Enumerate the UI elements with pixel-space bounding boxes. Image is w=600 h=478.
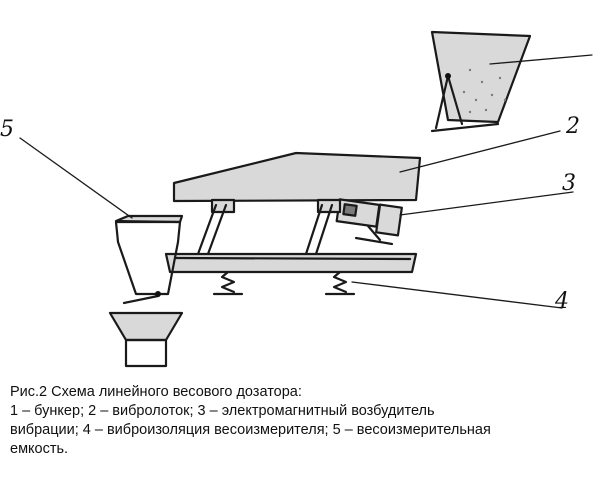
- electromagnetic-exciter: [335, 191, 574, 246]
- caption-line: емкость.: [10, 441, 69, 457]
- receiving-funnel: [108, 311, 184, 368]
- base-frame: [164, 252, 418, 274]
- callout-3: 3: [562, 171, 576, 196]
- bunker: [430, 30, 593, 133]
- figure-caption: Рис.2 Схема линейного весового дозатора:…: [10, 383, 595, 459]
- weighing-container: [19, 137, 184, 305]
- vibro-tray: [172, 130, 561, 203]
- callout-5: 5: [0, 117, 14, 142]
- caption-line: вибрации; 4 – виброизоляция весоизмерите…: [10, 422, 491, 438]
- caption-line: 1 – бункер; 2 – вибролоток; 3 – электром…: [10, 403, 435, 419]
- callout-4: 4: [554, 289, 569, 314]
- tray-supports: [196, 198, 342, 256]
- callout-2: 2: [565, 114, 580, 139]
- caption-line: Рис.2 Схема линейного весового дозатора:: [10, 384, 302, 400]
- vibro-isolation-springs: [212, 270, 563, 309]
